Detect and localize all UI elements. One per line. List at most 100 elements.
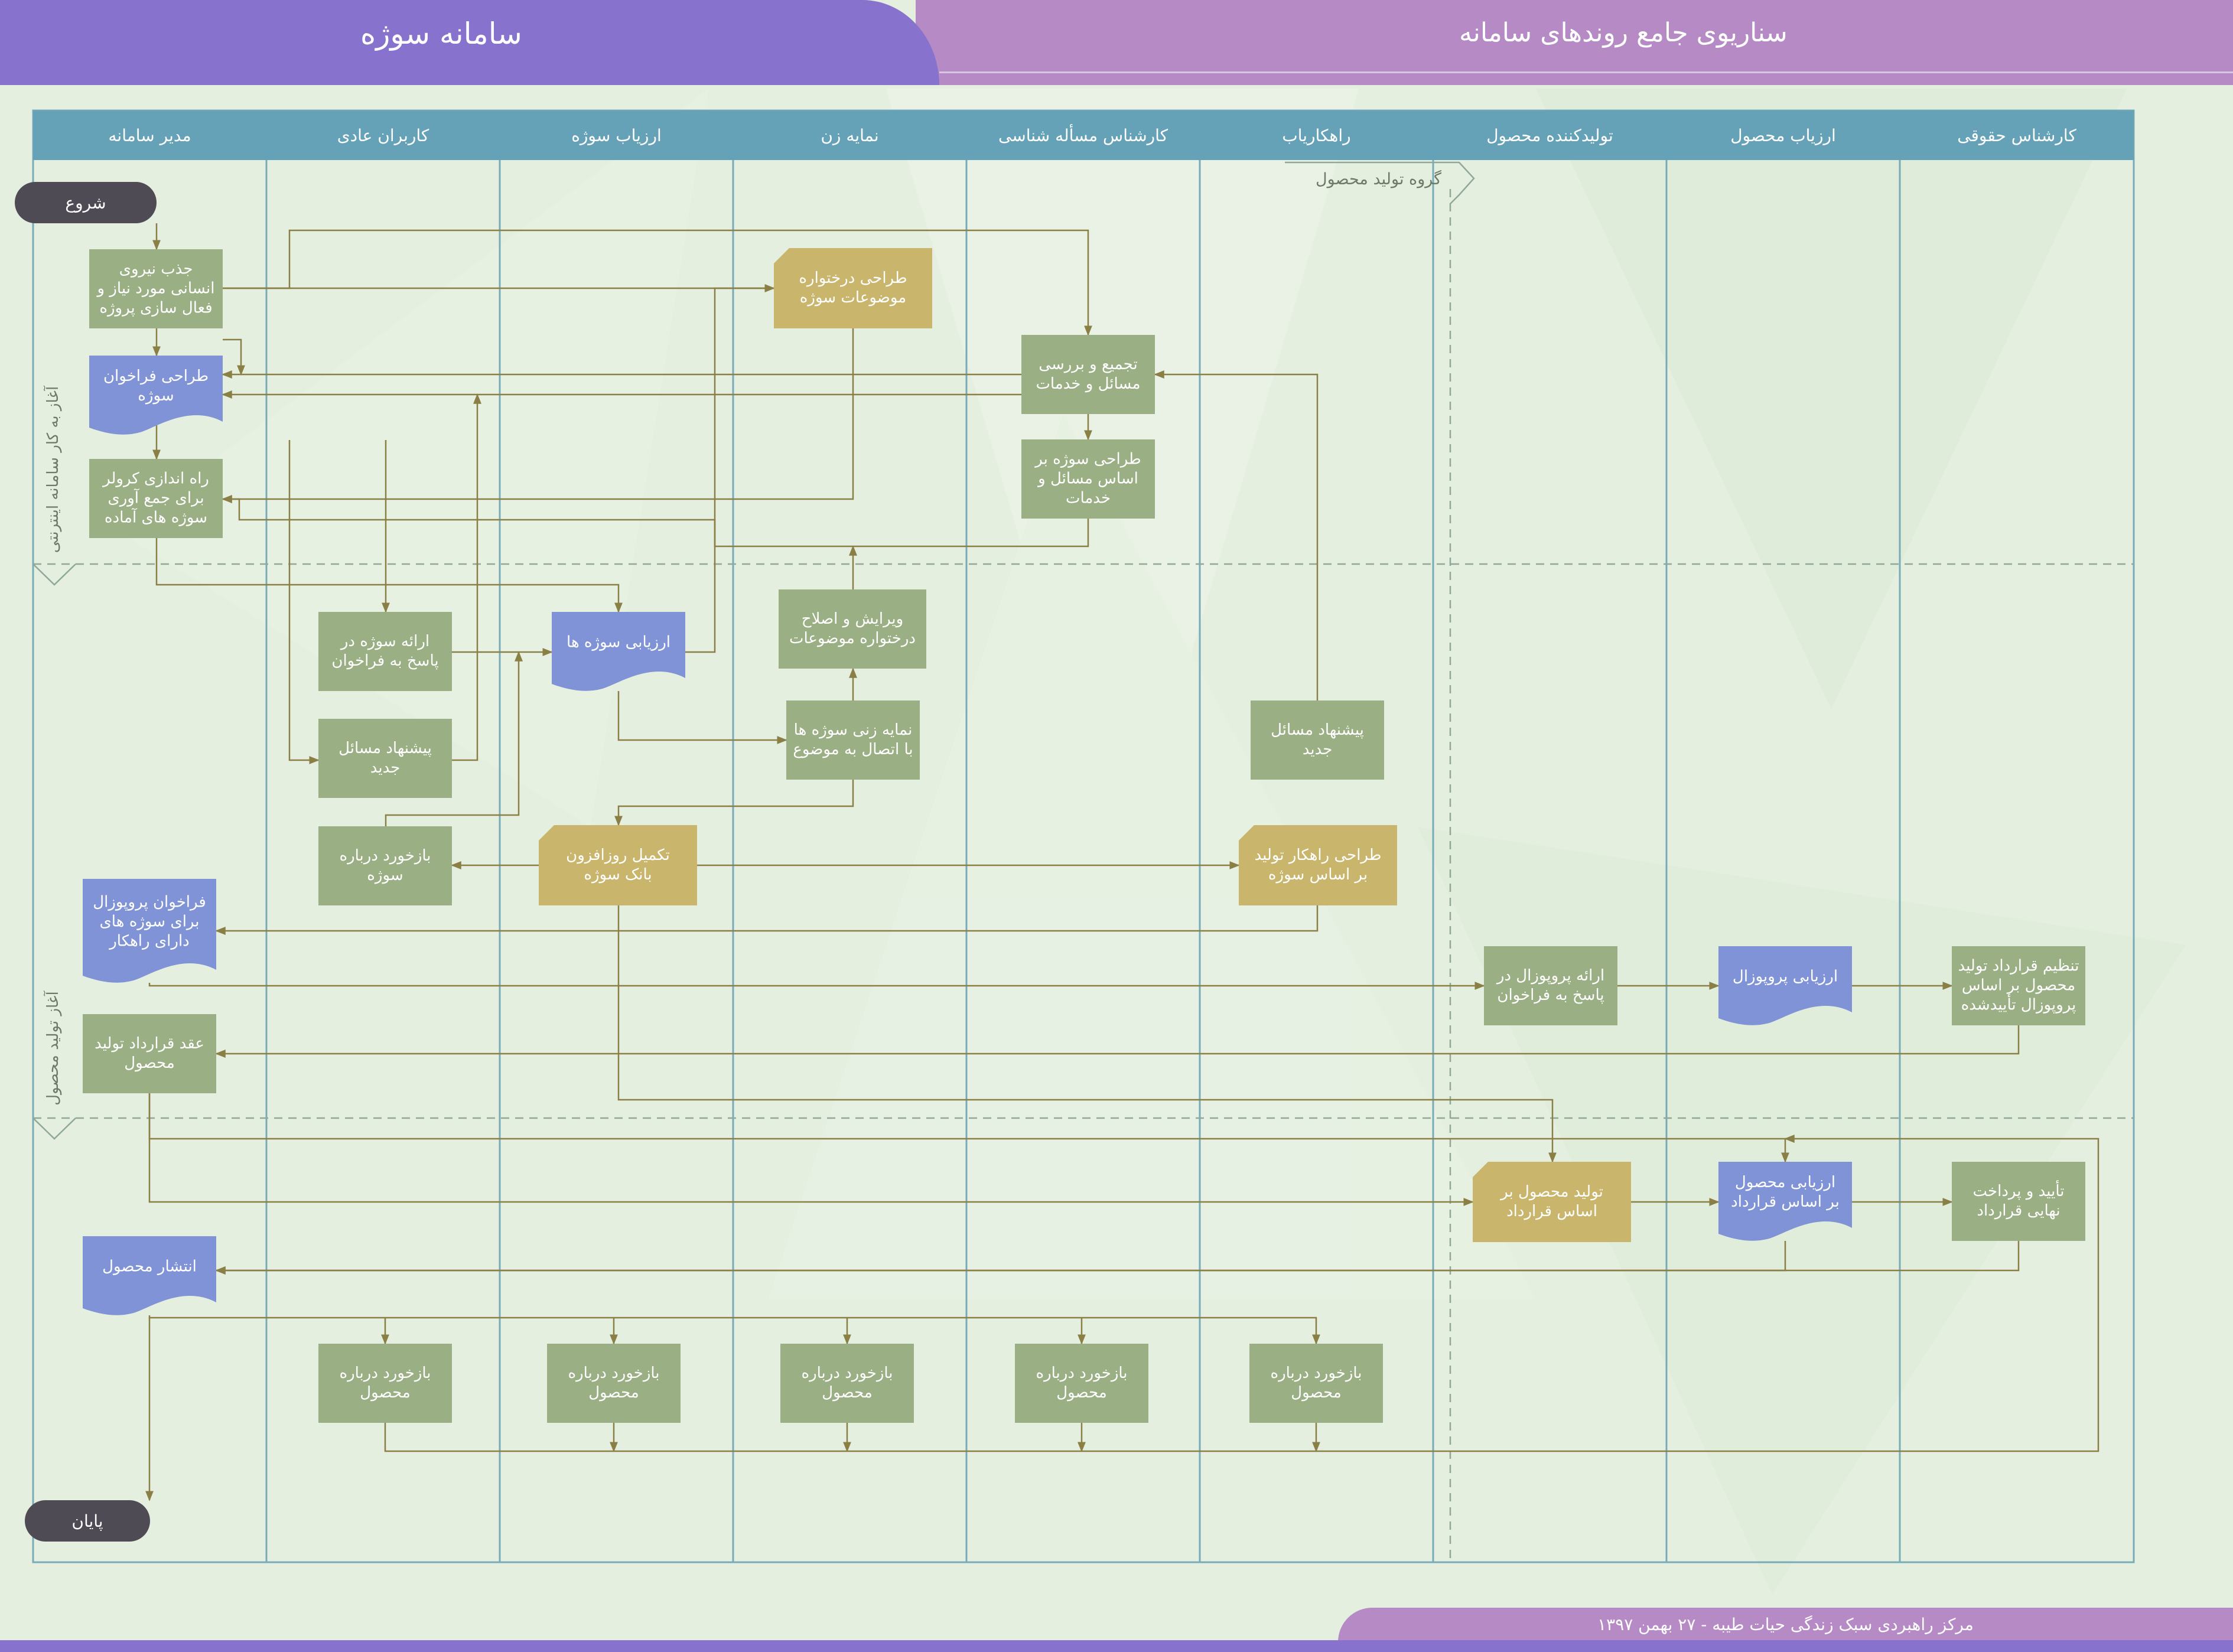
manual-input-shape (774, 248, 932, 328)
node-label-line: فعال سازی پروژه (99, 299, 212, 317)
nodes: شروع پایان جذب نیروی انسانی مورد نیاز وفعال… (15, 182, 2085, 1542)
document-shape (83, 879, 216, 983)
node-label-line: محصول (822, 1384, 873, 1402)
lane-header-label: راهکاریاب (1282, 126, 1350, 145)
node-label-line: بازخورد درباره (1270, 1364, 1362, 1382)
group-label: گروه تولید محصول (1316, 170, 1441, 188)
manual-input-shape (1473, 1162, 1631, 1242)
node-label-line: تأیید و پرداخت (1973, 1179, 2065, 1200)
page-title: سناریوی جامع روندهای سامانه (1459, 18, 1788, 48)
node-label-line: ارائه پروپوزال در (1496, 967, 1604, 985)
node-label-line: پاسخ به فراخوان (331, 652, 438, 670)
flow-node-start: شروع (15, 182, 157, 223)
node-label-line: اساس مسائل و (1037, 470, 1138, 488)
node-label-line: ویرایش و اصلاح (802, 610, 903, 628)
process-shape (83, 1014, 216, 1093)
flow-node-n7: ارائه سوژه در پاسخ به فراخوان (318, 612, 452, 691)
flow-node-end: پایان (25, 1500, 150, 1542)
header-left-bar (0, 0, 939, 85)
node-label-line: محصول (588, 1384, 639, 1402)
node-label-line: پاسخ به فراخوان (1497, 986, 1604, 1004)
terminator-shape (25, 1500, 150, 1542)
footer-line (0, 1640, 2233, 1652)
group-marker (1285, 161, 1475, 204)
connector-arrow (148, 982, 1485, 990)
flow-node-n24: انتشار محصول (83, 1236, 216, 1315)
process-shape (89, 249, 223, 328)
connector-arrow (1154, 370, 1319, 700)
process-shape (318, 1344, 452, 1423)
lane-header-label: ارزیاب محصول (1730, 126, 1836, 145)
lane-header-label: تولیدکننده محصول (1486, 126, 1613, 145)
process-shape (1021, 439, 1155, 519)
connector-arrow (223, 229, 1092, 336)
terminator-label: شروع (65, 193, 106, 213)
node-label-line: بر اساس سوژه (1268, 866, 1368, 884)
lane-header-label: کاربران عادی (337, 126, 429, 145)
node-label-line: انسانی مورد نیاز و (96, 280, 215, 298)
node-label-line: انتشار محصول (102, 1258, 197, 1276)
terminator-label: پایان (71, 1511, 103, 1531)
connector-arrow (215, 1025, 2020, 1058)
node-label-line: پیشنهاد مسائل (338, 739, 432, 757)
node-label-line: پیشنهاد مسائل (1271, 721, 1364, 739)
node-label-line: ارزیابی سوژه ها (567, 634, 670, 651)
node-label-line: مسائل و خدمات (1036, 375, 1140, 393)
node-label-line: طراحی درختواره (799, 269, 907, 287)
node-label-line: پروپوزال تأییدشده (1961, 993, 2076, 1014)
footer-text: مرکز راهبردی سبک زندگی حیات طیبه - ۲۷ به… (1597, 1615, 1974, 1634)
node-label-line: بازخورد درباره (1036, 1364, 1127, 1382)
lane-header-label: کارشناس مسأله شناسی (998, 123, 1168, 145)
document-shape (89, 356, 223, 435)
node-label-line: تجمیع و بررسی (1039, 356, 1137, 373)
node-label-line: سوژه (138, 387, 174, 405)
node-label-line: محصول (124, 1054, 175, 1072)
node-label-line: جذب نیروی (119, 260, 193, 278)
connector-arrow (215, 905, 1319, 935)
node-label-line: جدید (370, 759, 401, 777)
node-label-line: طراحی راهکار تولید (1255, 846, 1382, 864)
process-shape (1251, 700, 1384, 780)
node-label-line: فراخوان پروپوزال (93, 894, 206, 911)
footer-bar (1338, 1608, 2233, 1642)
node-label-line: ارائه سوژه در (340, 633, 429, 650)
flow-node-n11: پیشنهاد مسائل جدید (318, 719, 452, 798)
phase-label-1: آغاز به کار سامانه اینترنتی (43, 385, 62, 553)
node-label-line: طراحی سوژه بر (1034, 451, 1141, 468)
node-label-line: موضوعات سوژه (800, 289, 906, 307)
document-shape (1718, 946, 1852, 1025)
connector-arrow (148, 1315, 1320, 1345)
manual-input-shape (539, 825, 697, 905)
phase-marker-1 (32, 563, 76, 586)
connector-arrow (222, 328, 854, 503)
process-shape (89, 459, 223, 538)
lane-header-label: کارشناس حقوقی (1957, 126, 2076, 145)
process-shape (1952, 946, 2085, 1025)
process-shape (1952, 1162, 2085, 1241)
lane-header-label: ارزیاب سوژه (571, 126, 662, 145)
flow-node-fb4: بازخورد درباره محصول (1015, 1344, 1148, 1423)
connector-arrow (385, 651, 523, 826)
process-shape (1021, 335, 1155, 414)
node-label-line: بر اساس قرارداد (1731, 1193, 1840, 1211)
node-label-line: عقد قرارداد تولید (95, 1035, 204, 1053)
terminator-shape (15, 182, 157, 223)
node-label-line: بازخورد درباره (339, 847, 431, 865)
header-divider (939, 71, 2233, 73)
process-shape (1015, 1344, 1148, 1423)
node-label-line: برای جمع آوری (108, 488, 204, 507)
connector-arrow (452, 393, 481, 761)
node-label-line: محصول (1056, 1384, 1107, 1402)
document-shape (83, 1236, 216, 1315)
app-title: سامانه سوژه (360, 17, 522, 51)
flow-node-n5: تجمیع و بررسی مسائل و خدمات (1021, 335, 1155, 414)
process-shape (779, 589, 926, 669)
